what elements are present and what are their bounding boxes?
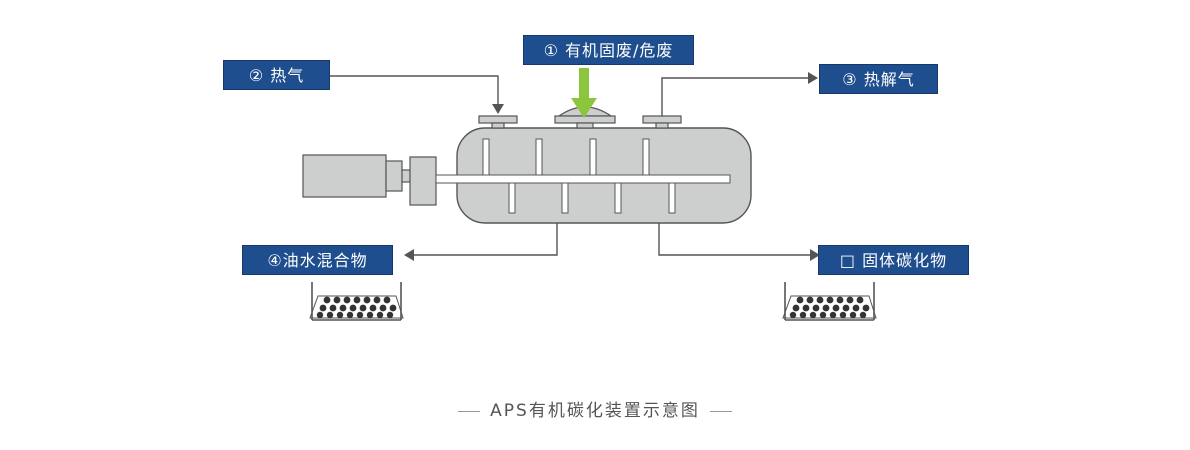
bearing xyxy=(409,156,437,206)
caption-text: APS有机碳化装置示意图 xyxy=(490,401,700,421)
oil-water-particles xyxy=(316,296,397,319)
feed-arrow xyxy=(571,68,597,118)
flow-lines xyxy=(330,75,810,256)
label-pyrolysis-gas: ③ 热解气 xyxy=(819,64,938,94)
caption-dash-left xyxy=(458,410,481,412)
coupling-small xyxy=(401,169,411,183)
label-input: ① 有机固废/危废 xyxy=(523,35,694,65)
label-heat-gas: ② 热气 xyxy=(223,60,330,90)
motor xyxy=(302,154,387,198)
label-oil-water: ④油水混合物 xyxy=(242,245,393,275)
label-solid-carbide: □ 固体碳化物 xyxy=(818,245,969,275)
solid-carbide-tray xyxy=(782,282,877,321)
flow-arrowheads xyxy=(404,72,820,261)
oil-water-tray xyxy=(309,282,404,321)
diagram-caption: APS有机碳化装置示意图 xyxy=(0,396,1190,421)
coupling xyxy=(385,160,403,192)
agitator-shaft xyxy=(435,174,731,184)
caption-dash-right xyxy=(709,410,732,412)
upper-paddles xyxy=(482,138,650,176)
lower-paddles xyxy=(508,182,676,214)
solid-carbide-particles xyxy=(789,296,870,319)
